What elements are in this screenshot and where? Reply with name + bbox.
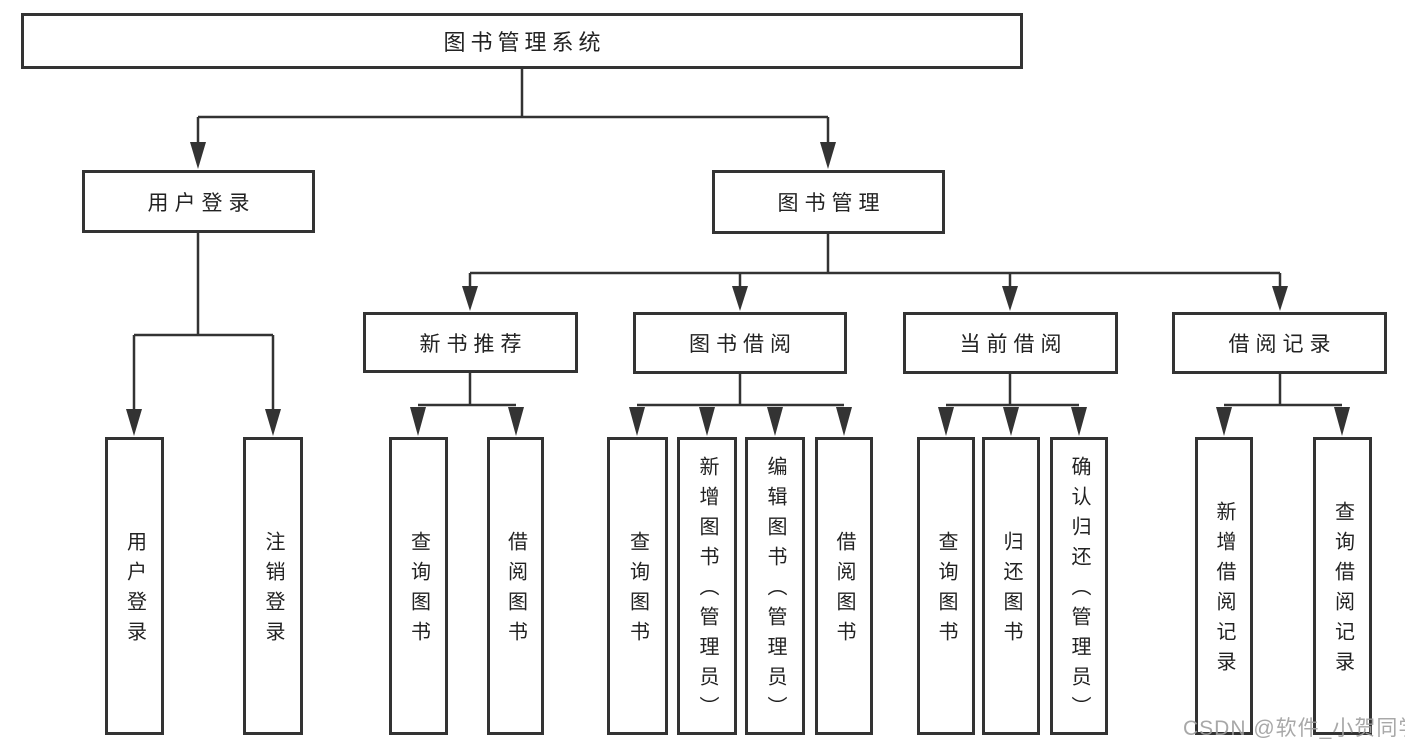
- leaf-confirm-return-admin: 确认归还（管理员）: [1050, 437, 1108, 735]
- node-user-login: 用户登录: [82, 170, 315, 233]
- leaf-add-book-admin: 新增图书（管理员）: [677, 437, 737, 735]
- leaf-user-login: 用户登录: [105, 437, 164, 735]
- connector-borrowing-records-children: [1216, 374, 1350, 436]
- node-library-system: 图书管理系统: [21, 13, 1023, 69]
- leaf-query-books-recommend: 查询图书: [389, 437, 448, 735]
- connector-new-book-recommend-children: [410, 373, 524, 436]
- leaf-query-books-current: 查询图书: [917, 437, 975, 735]
- connector-user-login-children: [126, 233, 281, 436]
- leaf-query-books-borrowing: 查询图书: [607, 437, 668, 735]
- node-book-borrowing: 图书借阅: [633, 312, 847, 374]
- connector-root-to-level2: [190, 69, 836, 169]
- leaf-add-borrow-record: 新增借阅记录: [1195, 437, 1253, 735]
- connector-book-mgmt-children: [462, 234, 1288, 311]
- node-borrowing-records: 借阅记录: [1172, 312, 1387, 374]
- leaf-logout: 注销登录: [243, 437, 303, 735]
- connector-book-borrowing-children: [629, 373, 852, 436]
- node-current-borrowing: 当前借阅: [903, 312, 1118, 374]
- leaf-borrow-books-recommend: 借阅图书: [487, 437, 544, 735]
- node-book-management: 图书管理: [712, 170, 945, 234]
- connector-current-borrowing-children: [938, 374, 1087, 436]
- leaf-return-books: 归还图书: [982, 437, 1040, 735]
- leaf-query-borrow-record: 查询借阅记录: [1313, 437, 1372, 735]
- csdn-watermark: CSDN @软件_小贺同学: [1183, 717, 1405, 740]
- leaf-borrow-books-borrowing: 借阅图书: [815, 437, 873, 735]
- node-new-book-recommend: 新书推荐: [363, 312, 578, 373]
- leaf-edit-book-admin: 编辑图书（管理员）: [745, 437, 805, 735]
